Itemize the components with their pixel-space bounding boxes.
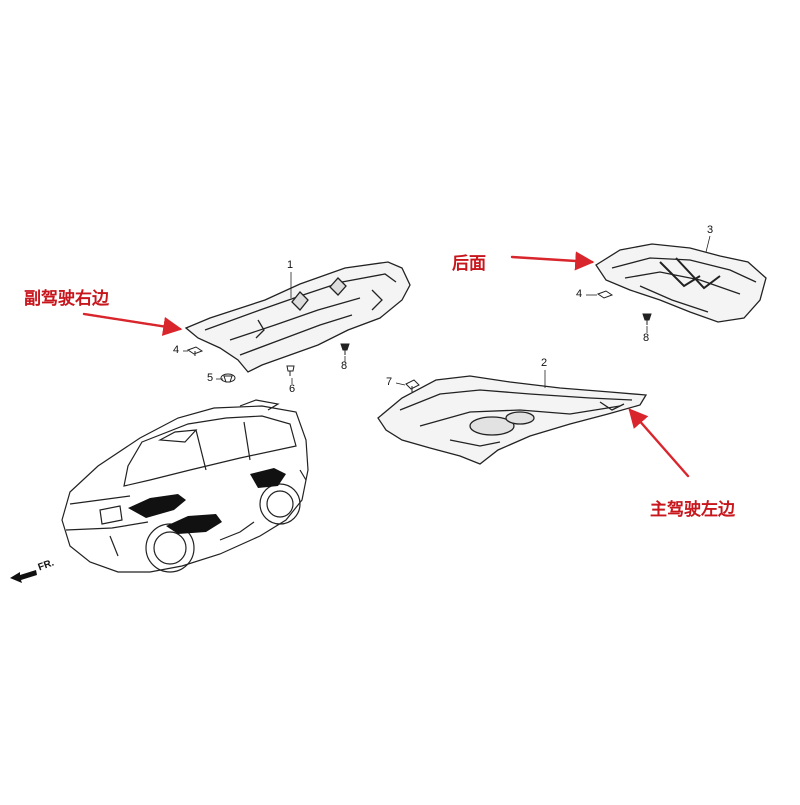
clip-4-part1 bbox=[186, 346, 204, 356]
clip-8-part3 bbox=[642, 313, 652, 325]
callout-passenger-right-side: 副驾驶右边 bbox=[24, 289, 109, 309]
callout-rear: 后面 bbox=[452, 254, 486, 274]
leader-lines bbox=[183, 235, 711, 388]
part-number-8-part3: 8 bbox=[643, 332, 650, 344]
part-number-4-part3: 4 bbox=[576, 288, 583, 300]
part-1-right-under-cover bbox=[184, 261, 411, 373]
part-number-7: 7 bbox=[386, 376, 393, 388]
part-3-rear-under-cover bbox=[595, 243, 767, 323]
callout-arrows bbox=[82, 251, 690, 478]
suv-illustration bbox=[61, 399, 309, 573]
part-number-6: 6 bbox=[289, 383, 296, 395]
part-2-left-under-cover bbox=[377, 375, 648, 465]
clip-5-part1 bbox=[220, 373, 236, 383]
suv-undercover-highlights bbox=[128, 468, 286, 534]
part-number-5: 5 bbox=[207, 372, 214, 384]
part-number-3: 3 bbox=[707, 224, 714, 236]
arrow-rear bbox=[510, 251, 595, 271]
clip-7-part2 bbox=[405, 379, 420, 392]
callout-driver-left-side: 主驾驶左边 bbox=[650, 500, 735, 520]
part-number-8-part1: 8 bbox=[341, 360, 348, 372]
part-number-2: 2 bbox=[541, 357, 548, 369]
clip-4-part3 bbox=[596, 290, 614, 299]
part-number-4-part1: 4 bbox=[173, 344, 180, 356]
clip-8-part1 bbox=[340, 343, 350, 355]
front-direction-arrow-icon bbox=[10, 570, 37, 583]
clip-6-part1 bbox=[286, 365, 295, 376]
part-number-1: 1 bbox=[287, 259, 294, 271]
arrow-passenger-right-side bbox=[82, 312, 183, 336]
arrow-driver-left-side bbox=[628, 408, 690, 478]
